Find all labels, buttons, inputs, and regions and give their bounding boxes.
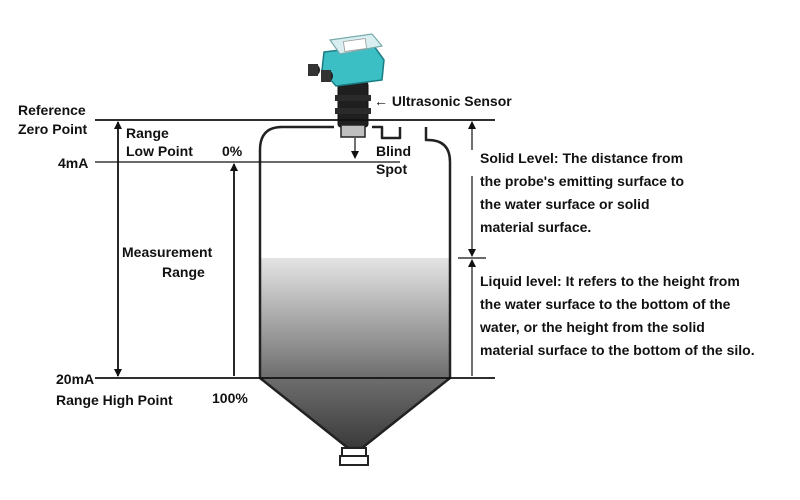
reference-label-1: Reference — [18, 102, 86, 118]
outlet-pipe — [341, 447, 367, 457]
blind-spot-label-2: Spot — [376, 161, 407, 177]
solid-level-text-3: the water surface or solid — [480, 196, 650, 212]
range-low-label-2: Low Point — [126, 143, 193, 159]
liquid-level-text-1: Liquid level: It refers to the height fr… — [480, 273, 740, 289]
tank-top-right — [372, 125, 402, 140]
blind-spot-label-1: Blind — [376, 143, 411, 159]
measurement-label-1: Measurement — [122, 244, 213, 260]
cone-fill — [260, 378, 450, 448]
ultrasonic-sensor — [308, 33, 385, 138]
zero-percent-label: 0% — [222, 143, 243, 159]
solid-level-text-1: Solid Level: The distance from — [480, 150, 683, 166]
liquid-fill — [260, 258, 450, 378]
four-ma-label: 4mA — [58, 155, 88, 171]
liquid-level-text-4: material surface to the bottom of the si… — [480, 342, 755, 358]
hundred-percent-label: 100% — [212, 390, 248, 406]
sensor-label: ← Ultrasonic Sensor — [374, 93, 512, 109]
solid-level-text-4: material surface. — [480, 219, 591, 235]
solid-level-text-2: the probe's emitting surface to — [480, 173, 684, 189]
twenty-ma-label: 20mA — [56, 371, 94, 387]
range-high-label: Range High Point — [56, 392, 173, 408]
range-low-label-1: Range — [126, 125, 169, 141]
measurement-label-2: Range — [162, 264, 205, 280]
reference-label-2: Zero Point — [18, 121, 88, 137]
liquid-level-text-3: water, or the height from the solid — [479, 319, 705, 335]
liquid-level-text-2: the water surface to the bottom of the — [480, 296, 731, 312]
outlet-flange — [339, 455, 369, 466]
